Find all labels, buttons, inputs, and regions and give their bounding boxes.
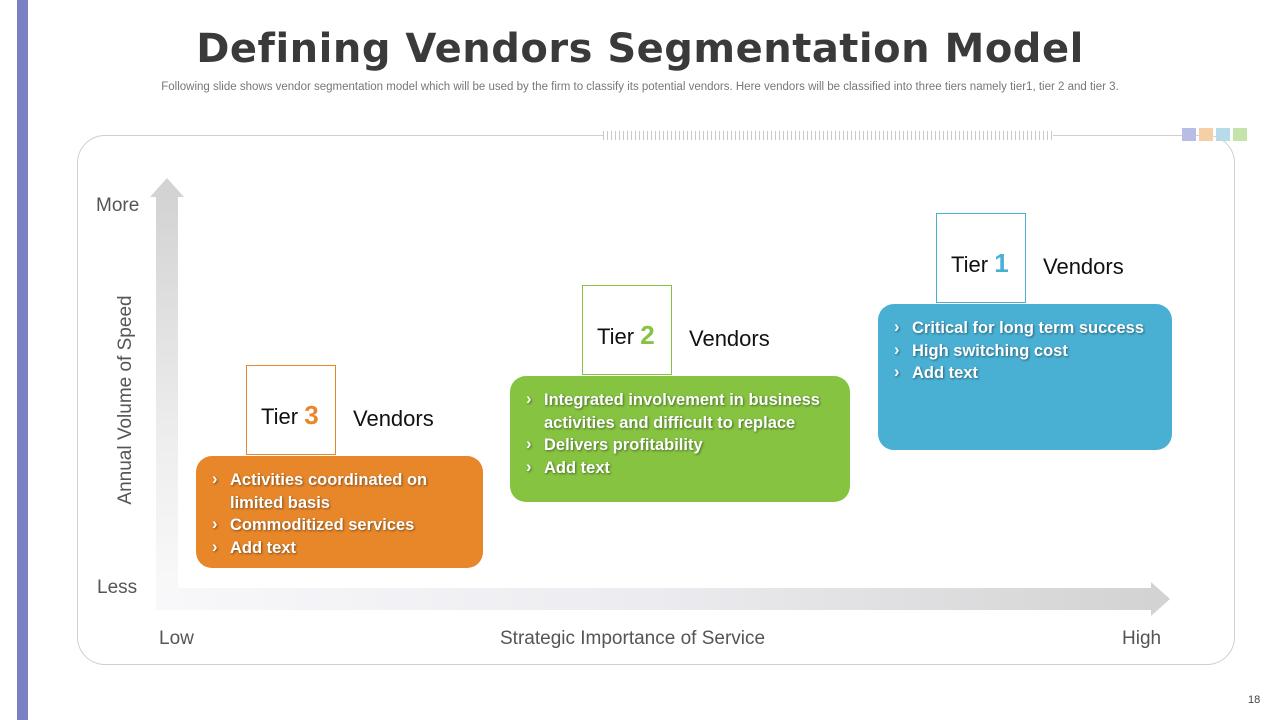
tier-2-description: Integrated involvement in business activ… [510, 376, 850, 502]
tier-2-bullet-3: Add text [526, 456, 834, 480]
y-axis-arrow-shaft [156, 196, 178, 608]
y-axis-arrow-head [150, 178, 184, 197]
swatch-lavender [1182, 128, 1196, 141]
swatch-sky [1216, 128, 1230, 141]
x-axis-right-label: High [1122, 628, 1162, 649]
tier-3-box [246, 365, 336, 455]
tier-1-box [936, 213, 1026, 303]
tier-2-bullet-2: Delivers profitability [526, 433, 834, 457]
tier-3-word: Tier [261, 404, 299, 429]
y-axis-top-label: More [96, 195, 140, 216]
tier-1-number: 1 [994, 248, 1009, 278]
tier-3-bullet-2: Commoditized services [212, 513, 467, 537]
tier-3-number: 3 [304, 400, 319, 430]
swatch-peach [1199, 128, 1213, 141]
tier-1-label: Tier 1 [951, 248, 1009, 279]
color-swatches [1182, 128, 1247, 141]
y-axis-bottom-label: Less [97, 577, 138, 598]
y-axis-title: Annual Volume of Speed [115, 295, 136, 505]
tier-1-vendors-label: Vendors [1043, 254, 1124, 279]
tier-1-description: Critical for long term success High swit… [878, 304, 1172, 450]
tier-2-number: 2 [640, 320, 655, 350]
slide-title: Defining Vendors Segmentation Model [196, 26, 1084, 72]
accent-bar [17, 0, 28, 720]
swatch-mint [1233, 128, 1247, 141]
tier-1-bullet-2: High switching cost [894, 339, 1156, 363]
tier-2-box [582, 285, 672, 375]
tier-3-bullet-1: Activities coordinated on limited basis [212, 468, 467, 514]
tier-3-label: Tier 3 [261, 400, 319, 431]
x-axis-arrow-head [1151, 582, 1170, 616]
x-axis-arrow-shaft [156, 588, 1152, 610]
x-axis-left-label: Low [159, 628, 194, 649]
tier-3-vendors-label: Vendors [353, 406, 434, 431]
tier-2-bullet-1: Integrated involvement in business activ… [526, 388, 834, 434]
slide-subtitle: Following slide shows vendor segmentatio… [161, 81, 1119, 93]
tier-2-vendors-label: Vendors [689, 326, 770, 351]
tier-2-label: Tier 2 [597, 320, 655, 351]
tier-3-bullet-3: Add text [212, 536, 467, 560]
frame-tick-decoration [603, 131, 1053, 140]
tier-2-word: Tier [597, 324, 635, 349]
tier-3-description: Activities coordinated on limited basis … [196, 456, 483, 568]
x-axis-title: Strategic Importance of Service [500, 628, 766, 649]
tier-1-bullet-1: Critical for long term success [894, 316, 1156, 340]
tier-1-bullet-3: Add text [894, 361, 1156, 385]
tier-1-word: Tier [951, 252, 989, 277]
page-number: 18 [1248, 694, 1261, 706]
